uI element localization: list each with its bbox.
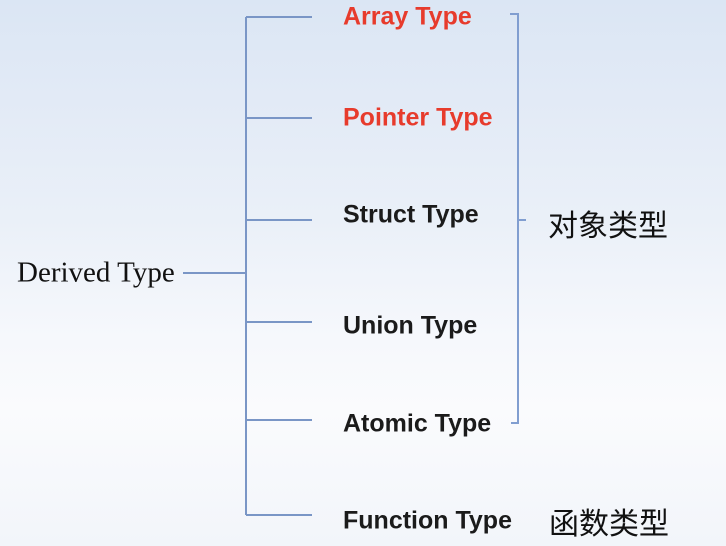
group-label-object-types: 对象类型 [548,210,668,243]
node-struct-type: Struct Type [343,200,479,229]
group-bracket [510,13,519,424]
node-function-type: Function Type [343,506,512,535]
node-array-type: Array Type [343,2,472,31]
node-union-type: Union Type [343,311,478,340]
node-atomic-type: Atomic Type [343,409,492,438]
group-label-function-types: 函数类型 [549,508,669,541]
root-node-derived-type: Derived Type [17,256,175,289]
node-pointer-type: Pointer Type [343,103,493,132]
